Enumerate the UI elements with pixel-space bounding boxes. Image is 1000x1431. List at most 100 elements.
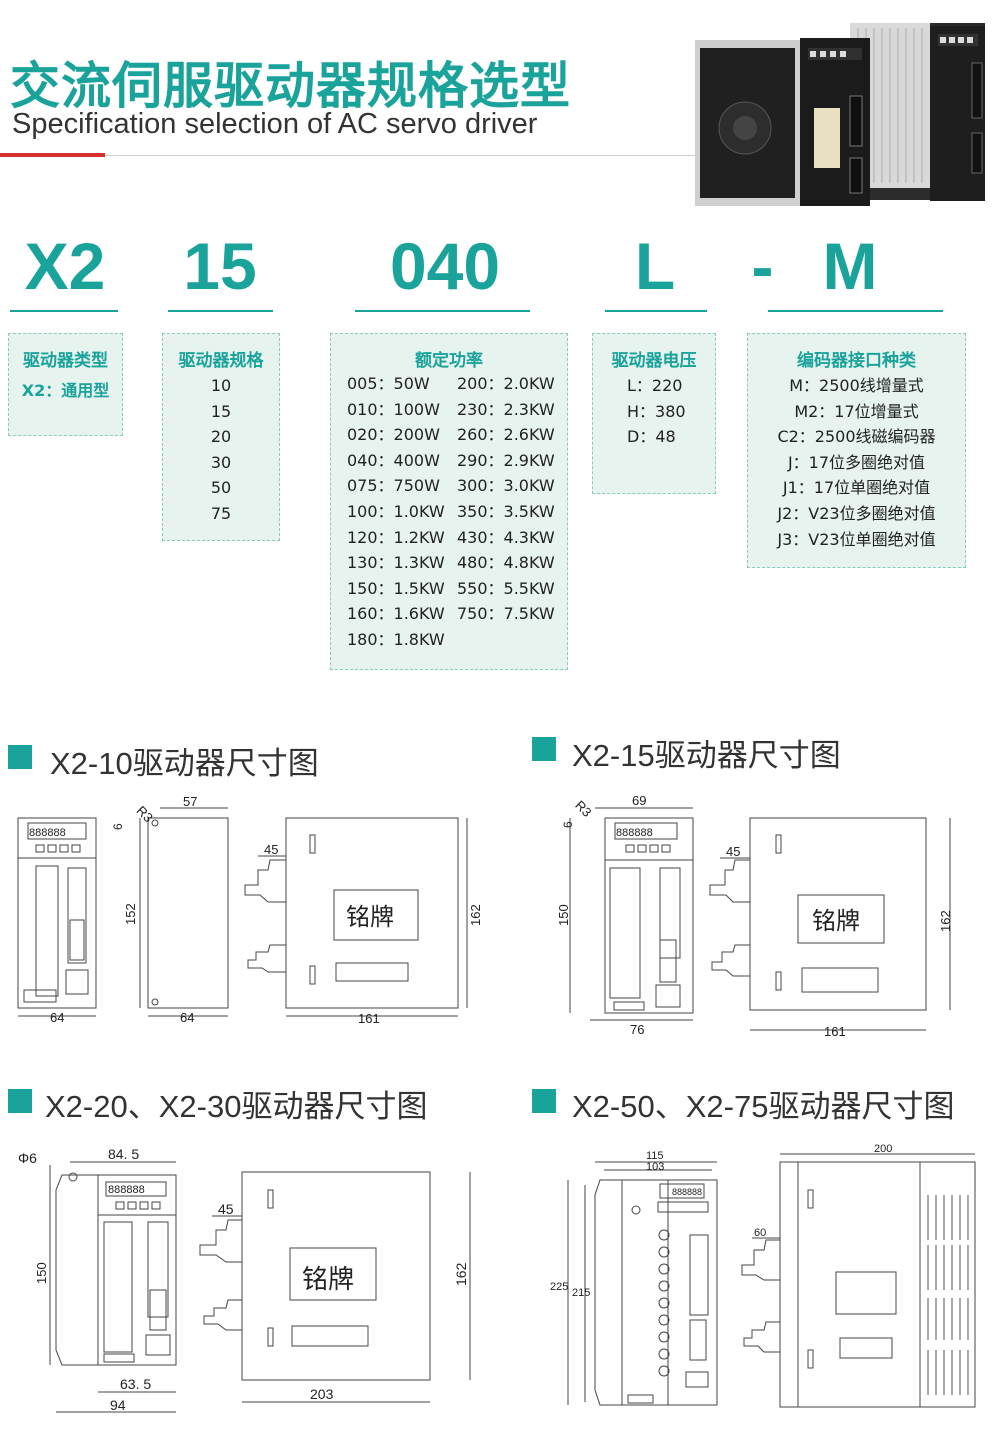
power-item: 005：50W (347, 374, 430, 393)
power-item: 020：200W (347, 425, 440, 445)
encoder-item: J1：17位单圈绝对值 (782, 478, 931, 498)
dim-label: 150 (556, 904, 571, 926)
power-item: 750：7.5KW (457, 604, 555, 624)
code-voltage: L (634, 229, 676, 303)
drawing-x2-20-30: 888888 Φ6 84. 5 150 63. 5 94 203 45 162 … (18, 1146, 471, 1413)
power-item: 260：2.6KW (457, 425, 555, 445)
dim-label: 225 (550, 1281, 568, 1293)
power-item: 550：5.5KW (457, 578, 555, 598)
power-item: 160：1.6KW (347, 604, 445, 624)
box-title: 驱动器类型 (23, 351, 108, 371)
encoder-item: J3：V23位单圈绝对值 (777, 529, 936, 549)
power-item: 430：4.3KW (457, 527, 555, 547)
section-marker (532, 1089, 556, 1113)
dim-label: 45 (726, 844, 740, 859)
box-title: 驱动器规格 (178, 351, 264, 371)
dim-label: 57 (183, 794, 197, 809)
spec-item: 75 (210, 503, 232, 523)
voltage-item: D：48 (627, 427, 676, 447)
power-item: 300：3.0KW (457, 476, 555, 496)
display-digits: 888888 (672, 1187, 702, 1197)
dim-label: R3 (572, 798, 594, 820)
drawing-x2-15: 888888 R3 6 69 150 76 161 45 162 铭牌 (556, 793, 953, 1039)
box-rated-power: 额定功率 005：50W 010：100W 020：200W 040：400W … (330, 333, 568, 670)
nameplate-label: 铭牌 (346, 904, 394, 931)
section-title-x2-15: X2-15驱动器尺寸图 (572, 738, 841, 773)
spec-item: 20 (210, 427, 232, 447)
voltage-item: H：380 (627, 401, 686, 421)
power-item: 350：3.5KW (457, 501, 555, 521)
dim-label: 215 (572, 1287, 590, 1299)
power-item: 480：4.8KW (457, 553, 555, 573)
power-item: 100：1.0KW (347, 501, 445, 521)
power-item: 010：100W (347, 399, 440, 419)
voltage-item: L：220 (627, 376, 683, 395)
code-underline (168, 310, 273, 312)
code-type: X2 (24, 229, 106, 303)
spec-item: 10 (210, 376, 232, 395)
dim-label: 76 (630, 1022, 644, 1037)
type-value: X2：通用型 (21, 381, 110, 400)
dim-label: 63. 5 (120, 1376, 151, 1392)
spec-item: 30 (210, 452, 232, 472)
section-title-x2-10: X2-10驱动器尺寸图 (50, 746, 319, 781)
encoder-item: M2：17位增量式 (794, 401, 919, 421)
power-item: 150：1.5KW (347, 578, 445, 598)
drawing-x2-10: 888888 R3 6 57 152 64 64 161 45 162 铭牌 (17, 794, 483, 1026)
code-underline (768, 310, 943, 312)
display-digits: 888888 (108, 1184, 145, 1196)
title-accent-rule (0, 153, 105, 157)
box-title: 编码器接口种类 (797, 351, 916, 371)
section-title-x2-50-75: X2-50、X2-75驱动器尺寸图 (572, 1089, 955, 1124)
dim-label: 161 (358, 1011, 380, 1026)
code-spec: 15 (183, 229, 257, 303)
dim-label: 6 (111, 823, 125, 830)
power-item: 200：2.0KW (457, 374, 555, 393)
dim-label: 162 (468, 904, 483, 926)
code-underline (10, 310, 118, 312)
code-encoder: M (822, 229, 878, 303)
dim-label: 69 (632, 793, 646, 808)
page-subtitle: Specification selection of AC servo driv… (12, 108, 538, 140)
dim-label: 64 (180, 1010, 194, 1025)
box-driver-type: 驱动器类型 X2：通用型 (8, 333, 123, 436)
dim-label: 150 (34, 1262, 49, 1284)
dim-label: 45 (218, 1201, 234, 1217)
dim-label: 203 (310, 1386, 334, 1402)
power-item: 180：1.8KW (347, 629, 445, 649)
dim-label: 84. 5 (108, 1146, 139, 1162)
box-driver-spec: 驱动器规格 10 15 20 30 50 75 (162, 333, 280, 541)
code-underline (605, 310, 707, 312)
section-marker (8, 745, 32, 769)
dim-label: 45 (264, 842, 278, 857)
dim-label: 161 (824, 1024, 846, 1039)
code-underline (355, 310, 530, 312)
display-digits: 888888 (29, 827, 66, 839)
encoder-item: C2：2500线磁编码器 (777, 427, 936, 447)
encoder-item: M：2500线增量式 (789, 376, 924, 395)
spec-item: 50 (210, 478, 232, 498)
dim-label: 200 (874, 1143, 892, 1155)
title-divider (105, 155, 700, 156)
box-title: 驱动器电压 (611, 351, 697, 371)
code-power: 040 (389, 229, 501, 303)
nameplate-label: 铭牌 (812, 908, 860, 935)
box-title: 额定功率 (415, 351, 483, 371)
power-item: 040：400W (347, 450, 440, 470)
dim-label: 152 (123, 903, 138, 925)
power-item: 120：1.2KW (347, 527, 445, 547)
dim-label: Φ6 (18, 1150, 37, 1166)
dim-label: 6 (561, 821, 575, 828)
section-marker (8, 1089, 32, 1113)
box-encoder-interface: 编码器接口种类 M：2500线增量式 M2：17位增量式 C2：2500线磁编码… (747, 333, 966, 568)
drawing-x2-50-75: 888888 115 103 225 215 200 60 (550, 1143, 976, 1408)
nameplate-label: 铭牌 (302, 1264, 354, 1294)
dim-label: 115 (646, 1150, 664, 1162)
code-dash: - (751, 229, 774, 303)
power-item: 290：2.9KW (457, 450, 555, 470)
section-title-x2-20-30: X2-20、X2-30驱动器尺寸图 (45, 1089, 428, 1124)
dim-label: 64 (50, 1010, 64, 1025)
dim-label: 94 (110, 1397, 126, 1413)
product-photo (695, 23, 985, 206)
encoder-item: J：17位多圈绝对值 (787, 452, 926, 472)
